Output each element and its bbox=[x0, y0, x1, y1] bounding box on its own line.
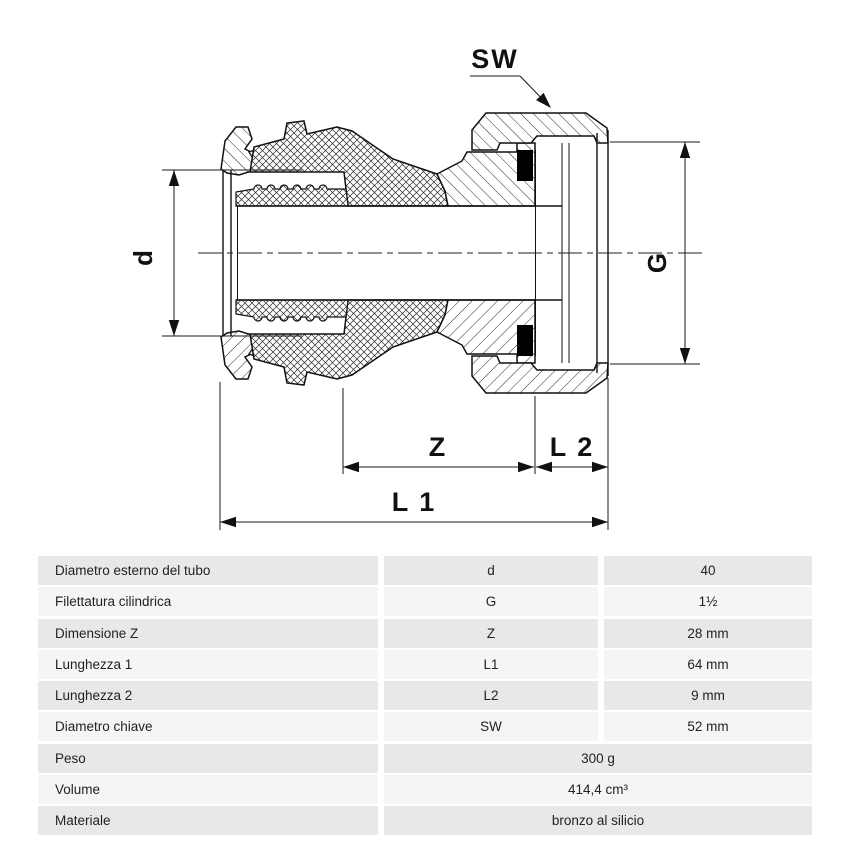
spec-value: 9 mm bbox=[604, 681, 812, 711]
table-row: Filettatura cilindrica G 1½ bbox=[38, 587, 812, 617]
spec-table: Diametro esterno del tubo d 40 Filettatu… bbox=[38, 556, 812, 838]
spec-symbol: L2 bbox=[384, 681, 598, 711]
spec-value: 52 mm bbox=[604, 712, 812, 742]
dim-label-d: d bbox=[128, 250, 158, 266]
spec-value: 64 mm bbox=[604, 649, 812, 679]
dim-label-l1: L 1 bbox=[392, 487, 437, 517]
spec-name: Materiale bbox=[38, 806, 378, 836]
spec-symbol: SW bbox=[384, 712, 598, 742]
spec-symbol: L1 bbox=[384, 649, 598, 679]
spec-name: Diametro chiave bbox=[38, 712, 378, 742]
dim-label-z: Z bbox=[429, 432, 448, 462]
dim-label-g: G bbox=[642, 253, 672, 273]
spec-value: 414,4 cm³ bbox=[384, 775, 812, 805]
spec-name: Volume bbox=[38, 775, 378, 805]
spec-symbol: Z bbox=[384, 618, 598, 648]
spec-symbol: G bbox=[384, 587, 598, 617]
spec-value: 300 g bbox=[384, 743, 812, 773]
spec-name: Diametro esterno del tubo bbox=[38, 556, 378, 585]
spec-name: Lunghezza 2 bbox=[38, 681, 378, 711]
spec-value: 28 mm bbox=[604, 618, 812, 648]
spec-name: Peso bbox=[38, 743, 378, 773]
technical-drawing: SW d G Z L 2 L 1 bbox=[128, 44, 706, 530]
table-row: Materiale bronzo al silicio bbox=[38, 806, 812, 836]
dimension-lines bbox=[162, 75, 700, 530]
table-row: Dimensione Z Z 28 mm bbox=[38, 618, 812, 648]
table-row: Peso 300 g bbox=[38, 743, 812, 773]
spec-name: Filettatura cilindrica bbox=[38, 587, 378, 617]
spec-value: 40 bbox=[604, 556, 812, 585]
spec-value: 1½ bbox=[604, 587, 812, 617]
dim-label-sw: SW bbox=[471, 44, 519, 74]
table-row: Lunghezza 2 L2 9 mm bbox=[38, 681, 812, 711]
table-row: Lunghezza 1 L1 64 mm bbox=[38, 649, 812, 679]
fitting-section bbox=[198, 112, 706, 394]
spec-value: bronzo al silicio bbox=[384, 806, 812, 836]
spec-symbol: d bbox=[384, 556, 598, 585]
spec-name: Lunghezza 1 bbox=[38, 649, 378, 679]
table-row: Volume 414,4 cm³ bbox=[38, 775, 812, 805]
spec-name: Dimensione Z bbox=[38, 618, 378, 648]
table-row: Diametro chiave SW 52 mm bbox=[38, 712, 812, 742]
dim-label-l2: L 2 bbox=[550, 432, 595, 462]
table-row: Diametro esterno del tubo d 40 bbox=[38, 556, 812, 585]
